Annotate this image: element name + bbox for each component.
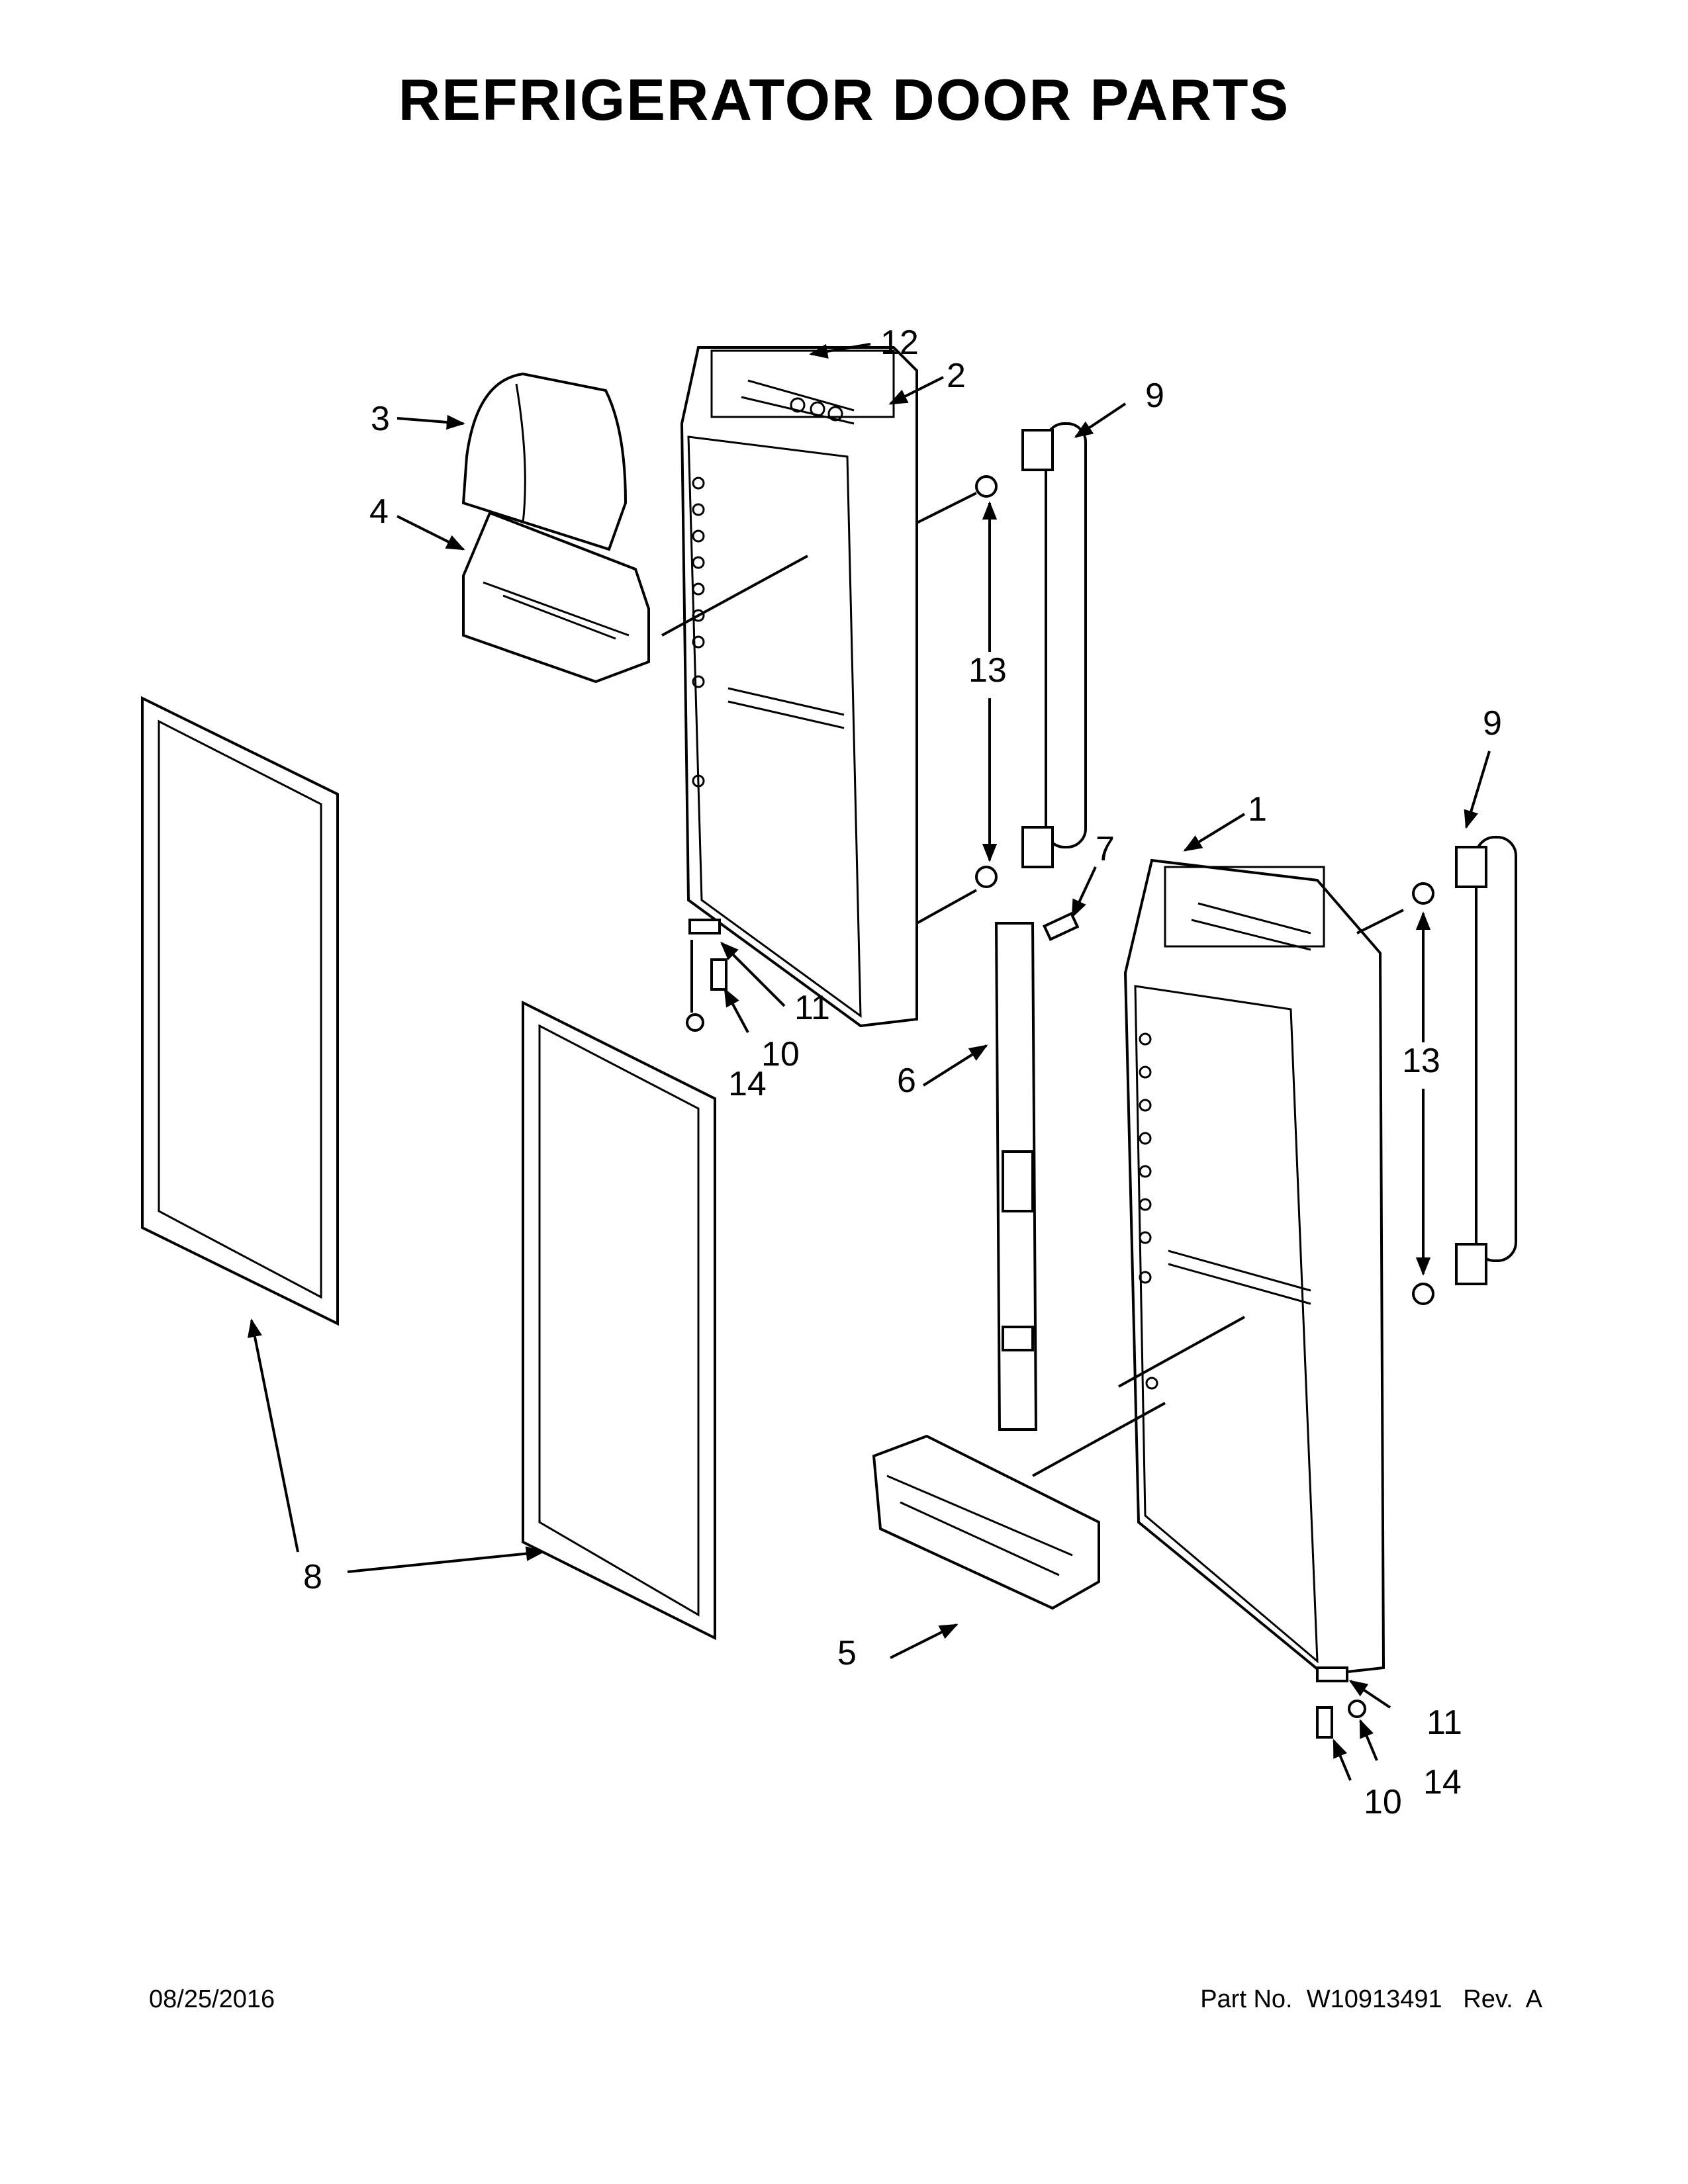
callout-14a: 14: [728, 1065, 767, 1103]
callout-11a: 11: [794, 989, 830, 1027]
page-title: REFRIGERATOR DOOR PARTS: [398, 67, 1290, 132]
callout-10a: 10: [761, 1035, 800, 1073]
callout-9b: 9: [1483, 704, 1502, 743]
footer-date: 08/25/2016: [149, 1985, 275, 2013]
door-bin-upper: [462, 511, 650, 684]
callout-13a: 13: [968, 651, 1007, 690]
door-gasket-left: [141, 696, 339, 1326]
right-door-liner: [1123, 858, 1385, 1676]
callout-labels: 1 2 3 4 5 6 7 8 9 9 10 10 11 11 12 13 13…: [303, 324, 1502, 1821]
stile-screw: [1042, 911, 1080, 941]
handle-studs: [975, 475, 1434, 1305]
callout-7: 7: [1096, 830, 1115, 868]
leader-lines: [247, 343, 1491, 1781]
left-door-liner: [680, 346, 918, 1028]
callout-9a: 9: [1145, 377, 1164, 415]
door-bin-lower: [872, 1434, 1100, 1610]
callout-4: 4: [369, 492, 389, 531]
left-hinge-hardware: [686, 919, 727, 1032]
callout-10b: 10: [1364, 1783, 1402, 1821]
right-hinge-hardware: [1316, 1666, 1366, 1739]
door-gasket-right: [522, 1000, 716, 1641]
callout-8: 8: [303, 1558, 322, 1596]
door-handle-right: [1455, 836, 1517, 1285]
callout-1: 1: [1248, 790, 1267, 829]
footer-part-info: Part No. W10913491 Rev. A: [1200, 1985, 1542, 2013]
callout-12: 12: [880, 324, 919, 362]
door-handle-left: [1021, 422, 1087, 868]
door-stile: [994, 922, 1038, 1431]
dispenser-cover: [461, 372, 628, 551]
callout-6: 6: [897, 1062, 916, 1100]
callout-2: 2: [947, 357, 966, 395]
callout-13b: 13: [1402, 1042, 1440, 1080]
callout-11b: 11: [1427, 1704, 1462, 1742]
callout-3: 3: [371, 400, 390, 438]
callout-5: 5: [837, 1634, 857, 1672]
callout-14b: 14: [1423, 1763, 1462, 1801]
